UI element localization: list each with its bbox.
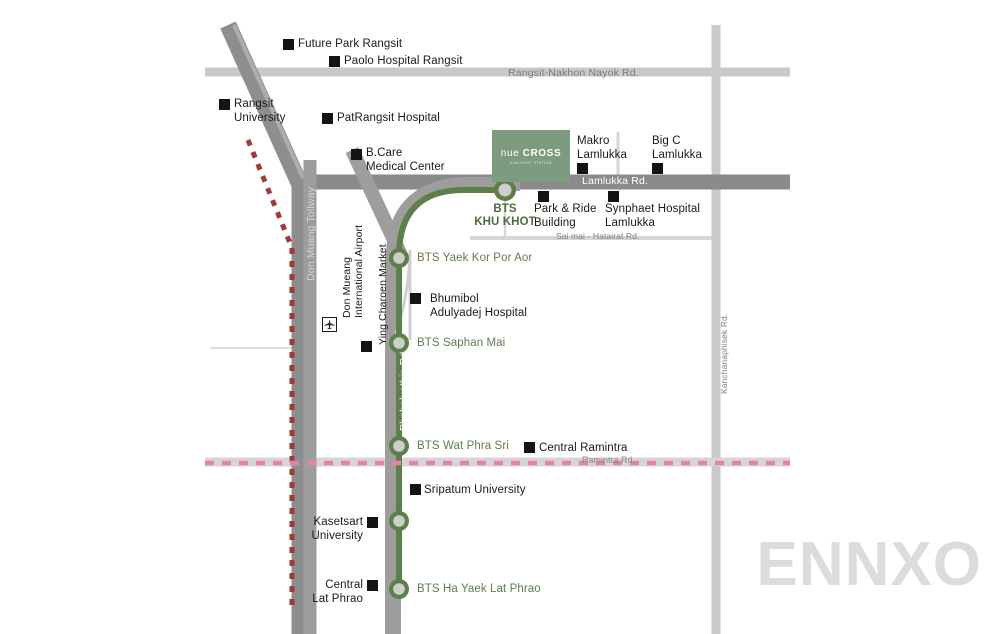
road-label-vibhavadi-rangsit: Vibhavadi Rangsit Rd. [316, 345, 328, 452]
station-khu-khot [494, 179, 516, 201]
poi-marker-kasetsart-university [367, 517, 378, 528]
airplane-icon [322, 317, 337, 332]
poi-marker-central-lat-phrao [367, 580, 378, 591]
road-label-sai-mai-hatairat: Sai mai - Hatairat Rd. [556, 231, 640, 241]
bts-label-khu-khot-line1: BTS [493, 203, 517, 215]
poi-marker-big-c-lamlukka [652, 163, 663, 174]
poi-marker-sripatum-university [410, 484, 421, 495]
watermark: ENNXO [756, 530, 982, 599]
poi-marker-ying-charoen-market [361, 341, 372, 352]
road-curve-to-lamlukka [386, 177, 520, 259]
bts-station-markers [389, 179, 516, 599]
station-saphan-mai [389, 333, 409, 353]
bts-green-line [396, 187, 505, 590]
poi-label-bhumibol-adulyadej-hospital: Bhumibol Adulyadej Hospital [430, 293, 528, 319]
poi-marker-park-and-ride-building [538, 191, 549, 202]
poi-marker-patrangsit-hospital [322, 113, 333, 124]
project-logo-subtitle: KHU KHOT STATION [510, 160, 552, 165]
poi-label-ying-charoen-market: Ying Charoen Market [377, 244, 389, 345]
bts-label-saphan-mai: BTS Saphan Mai [417, 337, 506, 349]
bts-label-khu-khot-line2: KHU KHOT [474, 216, 536, 228]
road-label-rangsit-nakhon-nayok: Rangsit-Nakhon Nayok Rd. [508, 67, 639, 79]
station-yaek-kor-por-aor [389, 248, 409, 268]
project-logo: nue CROSS KHU KHOT STATION [492, 130, 570, 182]
station-wat-phra-sri [389, 436, 409, 456]
station-ha-yaek-lat-phrao [389, 579, 409, 599]
poi-label-sripatum-university: Sripatum University [424, 484, 526, 496]
bts-label-wat-phra-sri: BTS Wat Phra Sri [417, 440, 509, 452]
poi-marker-future-park-rangsit [283, 39, 294, 50]
poi-marker-synphaet-hospital-lamlukka [608, 191, 619, 202]
poi-label-park-and-ride-building: Park & Ride Building [534, 203, 597, 229]
poi-marker-paolo-hospital-rangsit [329, 56, 340, 67]
bts-label-ha-yaek-lat-phrao: BTS Ha Yaek Lat Phrao [417, 583, 541, 595]
road-don-muang-tollway [220, 21, 309, 634]
road-label-kanchanaphisek: Kanchanaphisek Rd. [719, 313, 729, 394]
poi-marker-bhumibol-adulyadej-hospital [410, 293, 421, 304]
poi-label-paolo-hospital-rangsit: Paolo Hospital Rangsit [344, 55, 463, 67]
poi-label-central-ramintra: Central Ramintra [539, 442, 628, 454]
poi-marker-central-ramintra [524, 442, 535, 453]
poi-label-kasetsart-university: Kasetsart University [311, 516, 363, 542]
project-logo-name: nue CROSS [501, 148, 561, 159]
road-label-ramintra: Ramintra Rd. [582, 455, 636, 465]
road-label-lamlukka: Lamlukka Rd. [582, 175, 648, 187]
project-logo-name-bold: CROSS [522, 147, 562, 159]
poi-label-central-lat-phrao: Central Lat Phrao [312, 579, 363, 605]
poi-label-rangsit-university: Rangsit University [234, 98, 286, 124]
poi-label-makro-lamlukka: Makro Lamlukka [577, 135, 628, 161]
bts-label-yaek-kor-por-aor: BTS Yaek Kor Por Aor [417, 252, 533, 264]
poi-marker-makro-lamlukka [577, 163, 588, 174]
road-label-don-muang-tollway: Don Muang Tollway [305, 187, 317, 281]
poi-label-big-c-lamlukka: Big C Lamlukka [652, 135, 703, 161]
project-logo-name-light: nue [500, 147, 523, 159]
station-unnamed [389, 511, 409, 531]
poi-label-future-park-rangsit: Future Park Rangsit [298, 38, 403, 50]
poi-label-synphaet-hospital-lamlukka: Synphaet Hospital Lamlukka [605, 203, 701, 229]
poi-marker-bcare-medical-center [351, 149, 362, 160]
poi-marker-rangsit-university [219, 99, 230, 110]
road-label-phaholyothin: Phaholyothin Rd. [398, 348, 410, 431]
poi-label-bcare-medical-center: B.Care Medical Center [366, 147, 445, 173]
poi-label-patrangsit-hospital: PatRangsit Hospital [337, 112, 440, 124]
poi-label-don-mueang-international-airport: Don Mueang International Airport [341, 224, 365, 318]
